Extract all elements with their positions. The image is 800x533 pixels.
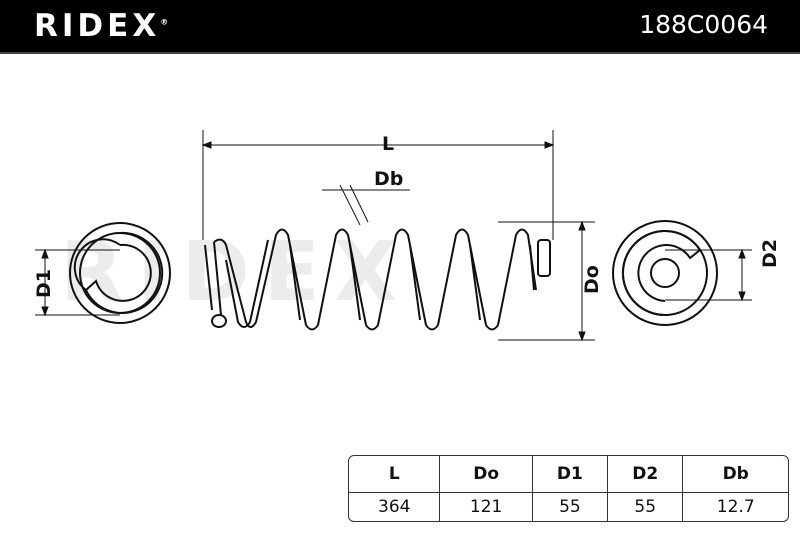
brand-logo: RIDEX® bbox=[34, 8, 169, 44]
col-header: D2 bbox=[607, 456, 684, 493]
col-header: D1 bbox=[531, 456, 609, 493]
cell-value: 55 bbox=[607, 492, 684, 521]
spring-drawing: RIDEX bbox=[33, 130, 781, 342]
label-Do: Do bbox=[581, 265, 603, 294]
label-D1: D1 bbox=[33, 269, 55, 298]
cell-value: 12.7 bbox=[682, 492, 788, 521]
left-end-view bbox=[69, 222, 171, 324]
cell-value: 121 bbox=[439, 492, 533, 521]
col-header: Db bbox=[682, 456, 788, 493]
col-header: Do bbox=[439, 456, 533, 493]
brand-name: RIDEX bbox=[34, 8, 161, 44]
spring-side-view bbox=[204, 228, 551, 331]
label-L: L bbox=[382, 133, 394, 155]
part-number: 188C0064 bbox=[639, 10, 768, 39]
specs-table: L Do D1 D2 Db 364 121 55 55 12.7 bbox=[348, 455, 789, 522]
cell-value: 55 bbox=[531, 492, 609, 521]
col-header: L bbox=[349, 456, 441, 493]
right-end-view bbox=[612, 220, 718, 326]
label-Db: Db bbox=[374, 168, 403, 190]
cell-value: 364 bbox=[349, 492, 441, 521]
specs-value-row: 364 121 55 55 12.7 bbox=[349, 492, 788, 521]
header-bar: RIDEX® 188C0064 bbox=[0, 0, 800, 54]
dimension-lines bbox=[35, 130, 752, 342]
label-D2: D2 bbox=[759, 239, 781, 268]
specs-header-row: L Do D1 D2 Db bbox=[349, 456, 788, 493]
